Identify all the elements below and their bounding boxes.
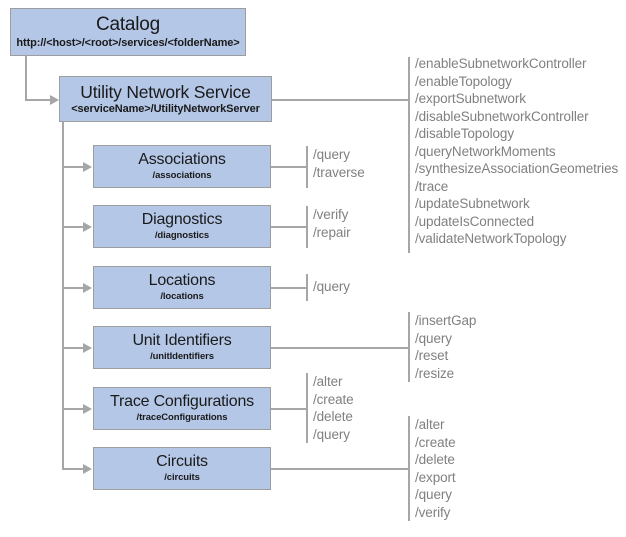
node-associations[interactable]: Associations /associations (93, 145, 271, 188)
arrowhead-unit-identifiers (83, 343, 92, 353)
arrowhead-diagnostics (83, 222, 92, 232)
operation-item: /trace (415, 178, 449, 194)
node-unit-identifiers-path: /unitIdentifiers (150, 351, 214, 363)
arrowhead-locations (83, 283, 92, 293)
node-unit-identifiers-title: Unit Identifiers (132, 331, 232, 349)
node-circuits-path: /circuits (164, 472, 200, 484)
operation-item: /validateNetworkTopology (415, 231, 567, 246)
operation-item: /query (313, 426, 350, 442)
ops-list-circuits: /alter/create/delete/export/query/verify (415, 416, 456, 521)
connector-locations-to-ops (271, 287, 307, 289)
node-catalog-title: Catalog (95, 13, 161, 35)
ops-list-locations: /query (313, 278, 350, 296)
operation-item: /disableTopology (415, 126, 514, 141)
operation-item: /updateIsConnected (415, 213, 535, 229)
operation-item: /alter (313, 374, 343, 389)
operation-item: /verify (415, 504, 451, 520)
arrowhead-circuits (83, 464, 92, 474)
arrowhead-service (50, 95, 59, 105)
connector-trunk-unit-identifiers (62, 347, 84, 349)
operation-item: /enableSubnetworkController (415, 56, 587, 71)
connector-circuits-to-ops (271, 468, 409, 470)
connector-trace-configurations-to-ops (271, 408, 307, 410)
node-locations-path: /locations (160, 291, 204, 303)
ops-list-associations: /query/traverse (313, 146, 365, 181)
operation-item: /delete (415, 452, 455, 467)
connector-unit-identifiers-to-ops (271, 347, 409, 349)
operation-item: /alter (415, 417, 445, 432)
operation-item: /traverse (313, 164, 365, 180)
node-circuits[interactable]: Circuits /circuits (93, 447, 271, 490)
ops-list-diagnostics: /verify/repair (313, 206, 351, 241)
node-diagnostics-path: /diagnostics (154, 230, 210, 242)
bracket-circuits-ops (408, 416, 410, 521)
node-locations-title: Locations (148, 271, 216, 289)
node-trace-configurations-path: /traceConfigurations (136, 412, 228, 424)
operation-item: /reset (415, 348, 449, 363)
node-locations[interactable]: Locations /locations (93, 266, 271, 309)
connector-diagnostics-to-ops (271, 226, 307, 228)
bracket-diagnostics-ops (306, 206, 308, 248)
operation-item: /repair (313, 224, 351, 240)
node-associations-title: Associations (138, 150, 226, 168)
connector-catalog-to-service (25, 99, 51, 101)
operation-item: /export (415, 469, 456, 485)
bracket-unit-identifiers-ops (408, 312, 410, 382)
connector-service-trunk (62, 122, 64, 468)
node-trace-configurations-title: Trace Configurations (110, 392, 254, 410)
connector-trunk-locations (62, 287, 84, 289)
operation-item: /disableSubnetworkController (415, 108, 589, 124)
connector-service-to-ops (272, 99, 409, 101)
operation-item: /synthesizeAssociationGeometries (415, 161, 619, 176)
node-utility-network-service-title: Utility Network Service (80, 81, 251, 102)
operation-item: /queryNetworkMoments (415, 143, 556, 159)
operation-item: /exportSubnetwork (415, 91, 526, 106)
bracket-locations-ops (306, 274, 308, 301)
node-diagnostics-title: Diagnostics (141, 210, 223, 228)
bracket-service-ops (408, 57, 410, 253)
node-circuits-title: Circuits (156, 452, 208, 470)
node-utility-network-service[interactable]: Utility Network Service <serviceName>/Ut… (59, 76, 272, 122)
operation-item: /verify (313, 207, 349, 222)
node-trace-configurations[interactable]: Trace Configurations /traceConfiguration… (93, 387, 271, 430)
node-diagnostics[interactable]: Diagnostics /diagnostics (93, 205, 271, 248)
ops-list-utility-network-service: /enableSubnetworkController/enableTopolo… (415, 55, 618, 248)
operation-item: /delete (313, 409, 353, 424)
arrowhead-trace-configurations (83, 404, 92, 414)
connector-trunk-diagnostics (62, 226, 84, 228)
bracket-associations-ops (306, 146, 308, 188)
node-catalog[interactable]: Catalog http://<host>/<root>/services/<f… (10, 8, 246, 56)
connector-trunk-associations (62, 166, 84, 168)
operation-item: /create (415, 434, 456, 450)
node-unit-identifiers[interactable]: Unit Identifiers /unitIdentifiers (93, 326, 271, 369)
node-utility-network-service-path: <serviceName>/UtilityNetworkServer (71, 102, 260, 115)
operation-item: /query (313, 279, 350, 294)
ops-list-trace-configurations: /alter/create/delete/query (313, 373, 354, 443)
operation-item: /resize (415, 365, 455, 381)
operation-item: /create (313, 391, 354, 407)
node-associations-path: /associations (152, 170, 212, 182)
operation-item: /query (415, 330, 452, 346)
operation-item: /insertGap (415, 313, 477, 328)
operation-item: /enableTopology (415, 73, 512, 89)
operation-item: /updateSubnetwork (415, 196, 530, 211)
arrowhead-associations (83, 162, 92, 172)
ops-list-unit-identifiers: /insertGap/query/reset/resize (415, 312, 476, 382)
connector-catalog-down (25, 55, 27, 99)
operation-item: /query (313, 147, 350, 162)
connector-associations-to-ops (271, 166, 307, 168)
operation-item: /query (415, 487, 452, 502)
connector-trunk-circuits (62, 468, 84, 470)
connector-trunk-trace-configurations (62, 408, 84, 410)
bracket-trace-configurations-ops (306, 373, 308, 443)
node-catalog-path: http://<host>/<root>/services/<folderNam… (16, 36, 240, 49)
